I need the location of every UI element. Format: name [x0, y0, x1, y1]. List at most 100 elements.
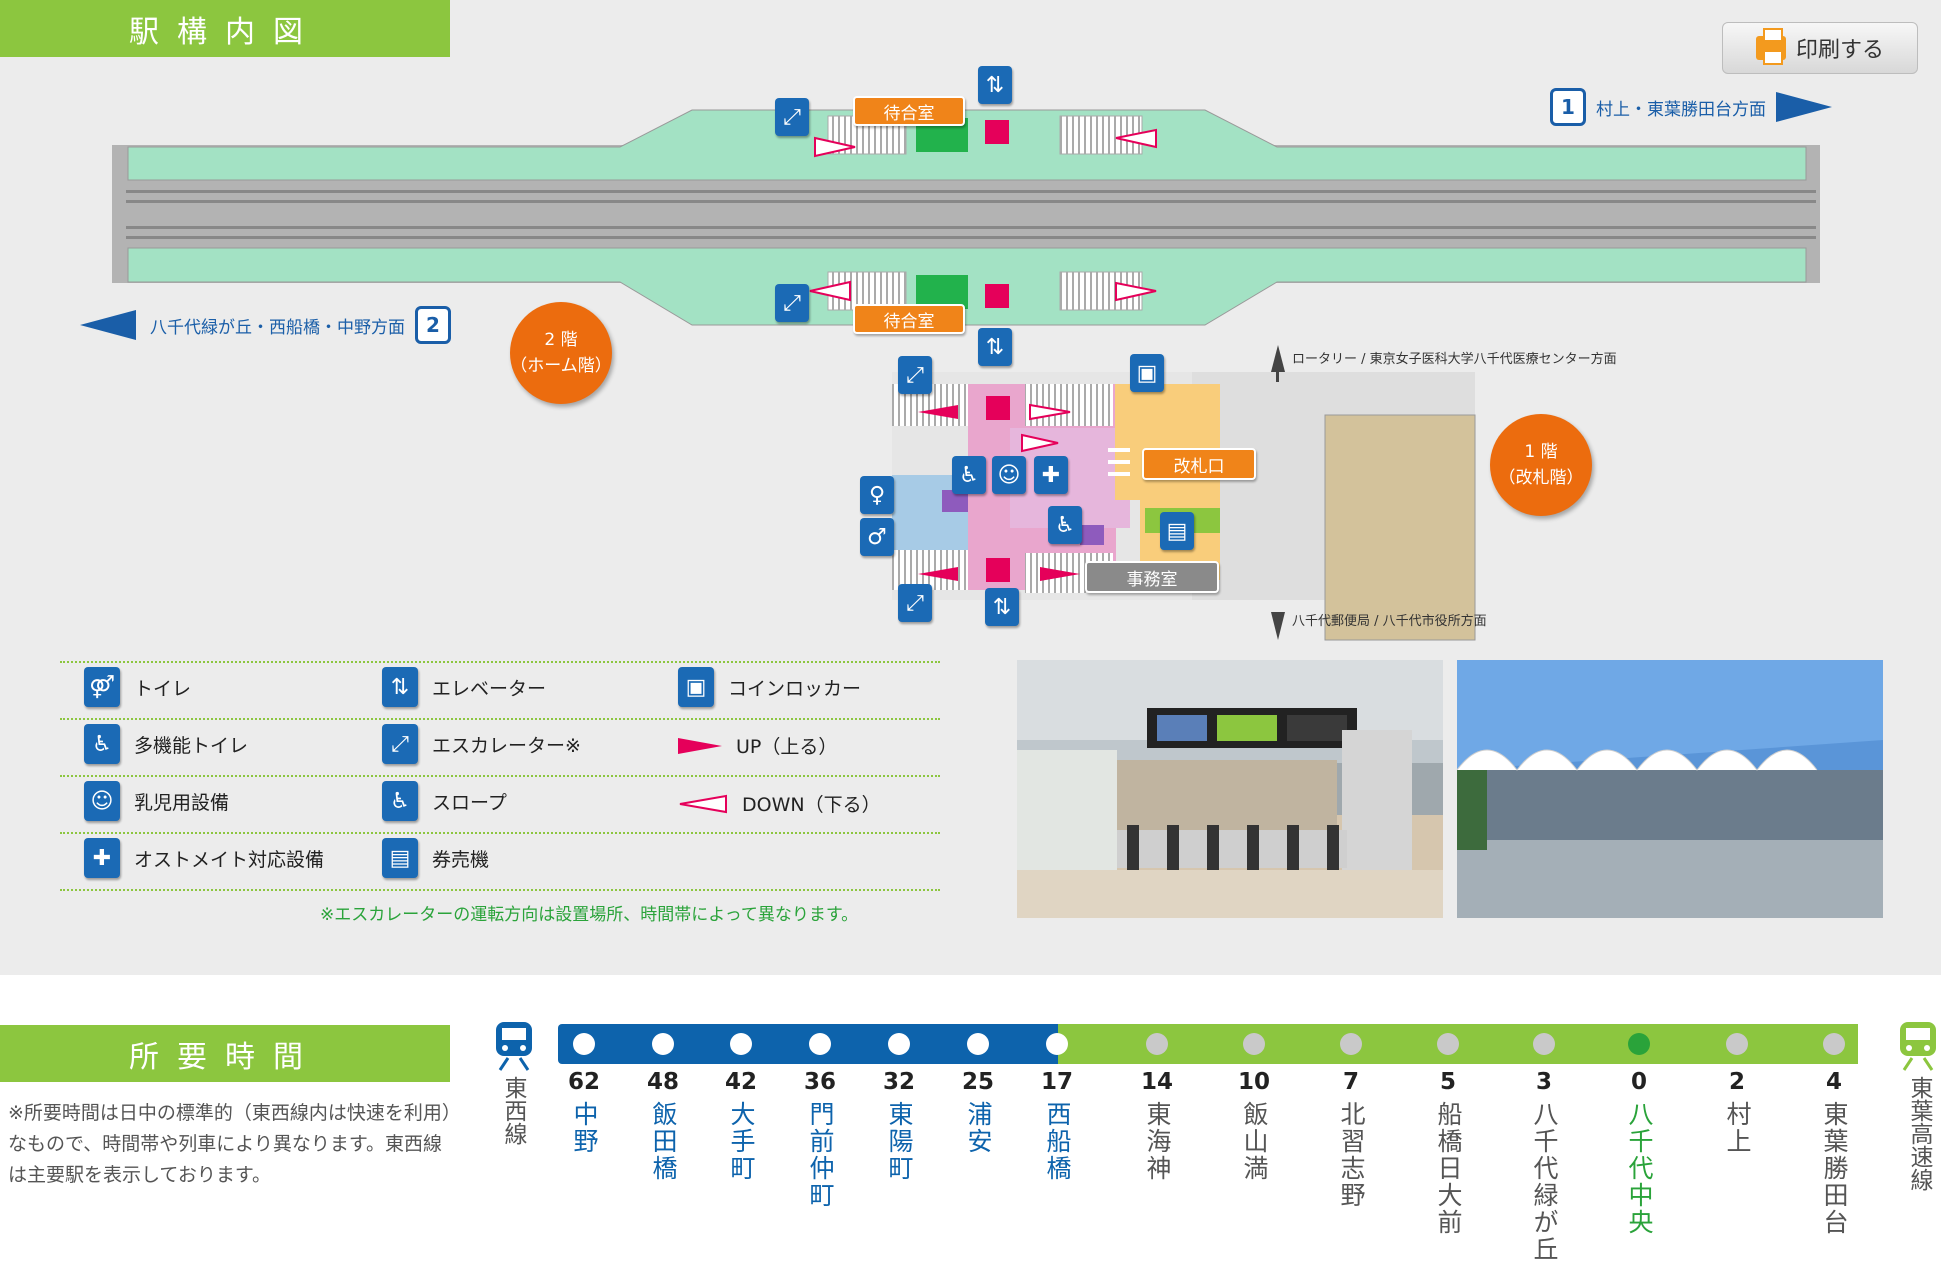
station-dot	[1628, 1033, 1650, 1055]
station-name: 船橋日大前	[1434, 1101, 1463, 1236]
direction-1-label: 村上・東葉勝田台方面	[1596, 99, 1766, 120]
photo-ticket-gates	[1017, 660, 1443, 918]
legend-item-toilet: ⚤トイレ	[84, 667, 191, 707]
station-minutes: 3	[1535, 1069, 1552, 1095]
toyo-train-icon	[1900, 1022, 1936, 1071]
legend-row-2	[60, 718, 940, 776]
station-dot	[1533, 1033, 1555, 1055]
station-minutes: 7	[1342, 1069, 1359, 1095]
station-minutes: 0	[1630, 1069, 1647, 1095]
legend-item-elevator: ⇅エレベーター	[382, 667, 546, 707]
station-minutes: 17	[1040, 1069, 1073, 1095]
direction-2-label: 八千代緑が丘・西船橋・中野方面	[150, 317, 405, 338]
legend-item-accessible-toilet: ♿多機能トイレ	[84, 724, 248, 764]
travel-time-title: 所要時間	[129, 1039, 321, 1075]
tozai-train-icon	[496, 1022, 532, 1071]
station-name: 飯山満	[1240, 1101, 1269, 1182]
elevator-icon: ⇅	[978, 328, 1012, 366]
station-dot	[888, 1033, 910, 1055]
legend-item-baby: ☺乳児用設備	[84, 781, 229, 821]
station-minutes: 4	[1825, 1069, 1842, 1095]
escalator-icon: ⤢	[898, 356, 932, 394]
print-button-label: 印刷する	[1795, 38, 1884, 63]
station-minutes: 42	[724, 1069, 757, 1095]
print-button[interactable]: 印刷する	[1722, 22, 1918, 74]
ticket-machine-icon: ▤	[1160, 512, 1194, 550]
station-name: 八千代緑が丘	[1530, 1101, 1559, 1263]
station-dot	[1823, 1033, 1845, 1055]
station-minutes: 62	[567, 1069, 600, 1095]
toyo-line-label: 東葉高速線	[1906, 1076, 1932, 1191]
station-minutes: 25	[961, 1069, 994, 1095]
station-dot	[967, 1033, 989, 1055]
baby-icon: ☺	[84, 781, 120, 821]
station-minutes: 5	[1439, 1069, 1456, 1095]
ticket-gate-label: 改札口	[1142, 448, 1256, 480]
station-0: 62 中野	[554, 1024, 614, 1155]
legend-item-slope: ♿ スロープ	[382, 781, 507, 821]
floor-2-number: 2 階	[544, 330, 578, 350]
station-minutes: 32	[882, 1069, 915, 1095]
arrow-left-icon	[80, 310, 136, 340]
legend-item-ostomate: ✚オストメイト対応設備	[84, 838, 324, 878]
station-dot	[1046, 1033, 1068, 1055]
legend-label: UP（上る）	[736, 736, 838, 758]
station-9: 7 北習志野	[1321, 1024, 1381, 1209]
platform-diagram	[112, 109, 1820, 641]
office-label: 事務室	[1085, 561, 1219, 593]
station-minutes: 2	[1728, 1069, 1745, 1095]
station-name: 北習志野	[1337, 1101, 1366, 1209]
floor-1-desc: （改札階）	[1498, 468, 1584, 488]
legend-label: コインロッカー	[728, 677, 862, 700]
ticket-gate-text: 改札口	[1173, 456, 1225, 477]
station-11: 3 八千代緑が丘	[1514, 1024, 1574, 1263]
legend-item-locker: ▣コインロッカー	[678, 667, 861, 707]
station-name: 大手町	[727, 1101, 756, 1182]
escalator-icon: ⤢	[382, 724, 418, 764]
station-name: 西船橋	[1043, 1101, 1072, 1182]
legend-label: エレベーター	[432, 677, 547, 700]
waiting-room-text: 待合室	[883, 311, 935, 332]
locker-icon: ▣	[1130, 354, 1164, 392]
station-name: 中野	[570, 1101, 599, 1155]
legend-label: オストメイト対応設備	[134, 848, 325, 871]
elevator-icon: ⇅	[978, 66, 1012, 104]
slope-icon: ♿	[382, 781, 418, 821]
travel-time-note: ※所要時間は日中の標準的（東西線内は快速を利用）なもので、時間帯や列車により異な…	[8, 1102, 452, 1186]
station-dot	[1340, 1033, 1362, 1055]
toilet-icon: ⚤	[84, 667, 120, 707]
station-minutes: 14	[1140, 1069, 1173, 1095]
legend-item-ticket-machine: ▤券売機	[382, 838, 489, 878]
escalator-icon: ⤢	[898, 584, 932, 622]
exit-south-label: 八千代郵便局 / 八千代市役所方面	[1292, 614, 1487, 629]
elevator-icon: ⇅	[985, 588, 1019, 626]
baby-icon: ☺	[992, 456, 1026, 494]
station-exterior-illustration	[1457, 660, 1883, 918]
direction-1: 1 村上・東葉勝田台方面	[1550, 88, 1836, 126]
printer-icon	[1755, 28, 1786, 65]
legend-label: スロープ	[432, 791, 507, 814]
direction-2: 八千代緑が丘・西船橋・中野方面 2	[80, 306, 451, 344]
station-dot	[809, 1033, 831, 1055]
waiting-room-label-upper: 待合室	[853, 96, 965, 126]
station-minutes: 48	[646, 1069, 679, 1095]
station-dot	[1726, 1033, 1748, 1055]
station-name: 門前仲町	[806, 1101, 835, 1209]
up-arrow-icon	[678, 737, 722, 754]
legend-row-end	[60, 889, 940, 891]
travel-time-header: 所要時間	[0, 1025, 450, 1082]
station-dot	[652, 1033, 674, 1055]
legend-label: DOWN（下る）	[742, 794, 881, 816]
down-arrow-icon	[679, 794, 727, 813]
floor-1-badge: 1 階 （改札階）	[1490, 414, 1592, 516]
legend-row-1	[60, 661, 940, 719]
photo-station-exterior	[1457, 660, 1883, 918]
waiting-room-text: 待合室	[883, 103, 935, 124]
slope-icon: ♿	[1048, 506, 1082, 544]
legend-row-4	[60, 832, 940, 890]
station-minutes: 36	[803, 1069, 836, 1095]
